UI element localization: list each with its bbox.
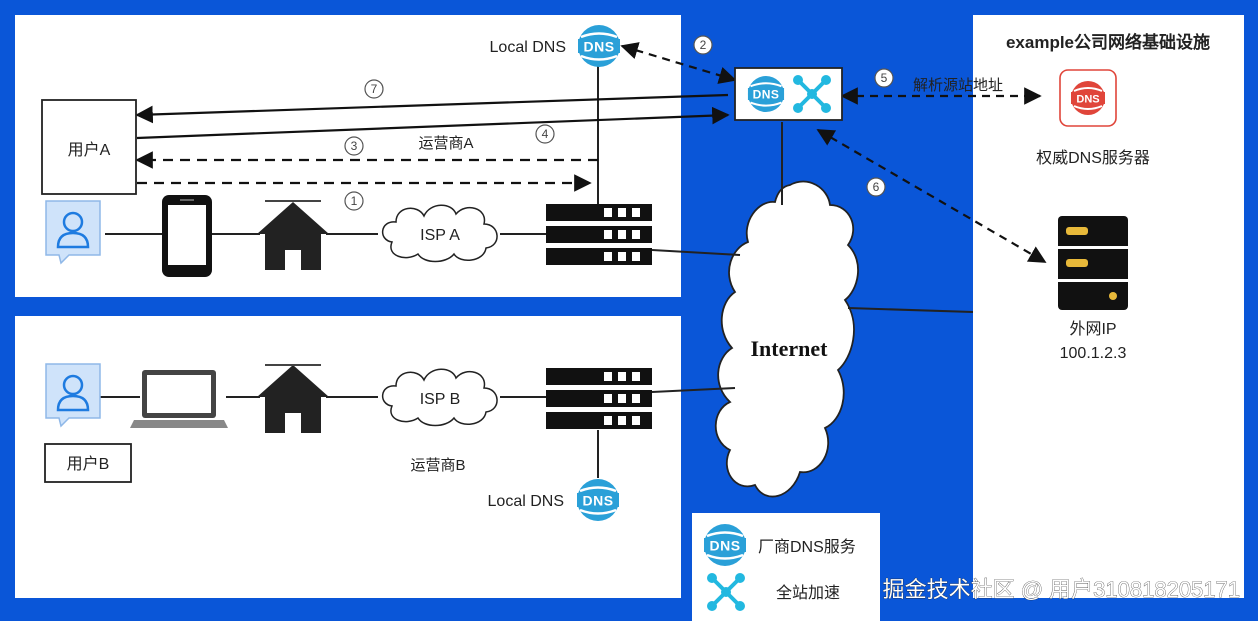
step-1-badge: 1 [344,191,364,211]
internet-label: Internet [751,336,829,361]
legend-dns-icon [702,522,748,568]
server-rack-icon-b [546,368,652,429]
user-a-box [41,99,137,195]
user-a-label: 用户A [68,141,111,159]
public-ip-value: 100.1.2.3 [1060,345,1127,362]
flow-arrow-2 [620,42,737,84]
local-dns-b-label: Local DNS [488,493,564,510]
local-dns-b-icon [575,477,621,523]
step-4-badge: 4 [535,124,555,144]
watermark-text: 掘金技术社区 @ 用户310818205171 [883,577,1240,602]
flow-arrow-6 [816,129,1047,263]
legend-vendor-dns-label: 厂商DNS服务 [758,538,856,556]
carrier-b-label: 运营商B [410,457,465,474]
legend-acceleration-label: 全站加速 [776,584,840,602]
user-b-avatar-icon [44,362,102,428]
svg-text:5: 5 [881,71,888,85]
svg-text:4: 4 [542,127,549,141]
house-roof-line-b [265,364,321,366]
infra-title: example公司网络基础设施 [1006,32,1210,52]
flow-arrow-4 [136,106,730,140]
step-5-badge: 5 [874,68,894,88]
svg-text:6: 6 [873,180,880,194]
public-ip-label: 外网IP [1069,320,1116,338]
local-dns-a-label: Local DNS [490,39,566,56]
vendor-edge-node [734,67,843,121]
step-7-badge: 7 [364,79,384,99]
step-3-badge: 3 [344,136,364,156]
svg-text:3: 3 [351,139,358,153]
svg-text:1: 1 [351,194,358,208]
laptop-icon [130,370,228,428]
phone-icon [162,195,212,277]
carrier-a-label: 运营商A [418,135,473,152]
auth-dns-label: 权威DNS服务器 [1036,149,1150,167]
svg-text:2: 2 [700,38,707,52]
auth-dns-badge: DNS [1076,94,1099,106]
step-6-badge: 6 [866,177,886,197]
user-b-label: 用户B [67,455,110,473]
isp-b-label: ISP B [420,391,461,408]
server-rack-icon-a [546,204,652,265]
authoritative-dns-icon: DNS [1059,69,1117,127]
origin-server-icon [1058,216,1128,310]
network-links [100,66,974,478]
step-2-badge: 2 [693,35,713,55]
flow-arrow-7 [135,93,729,124]
user-b-box [44,443,132,483]
resolve-origin-label: 解析源站地址 [913,77,1003,94]
user-a-avatar-icon [44,199,102,265]
local-dns-a-icon [576,23,622,69]
house-roof-line-a [265,200,321,202]
svg-text:7: 7 [371,82,378,96]
isp-a-label: ISP A [420,227,460,244]
